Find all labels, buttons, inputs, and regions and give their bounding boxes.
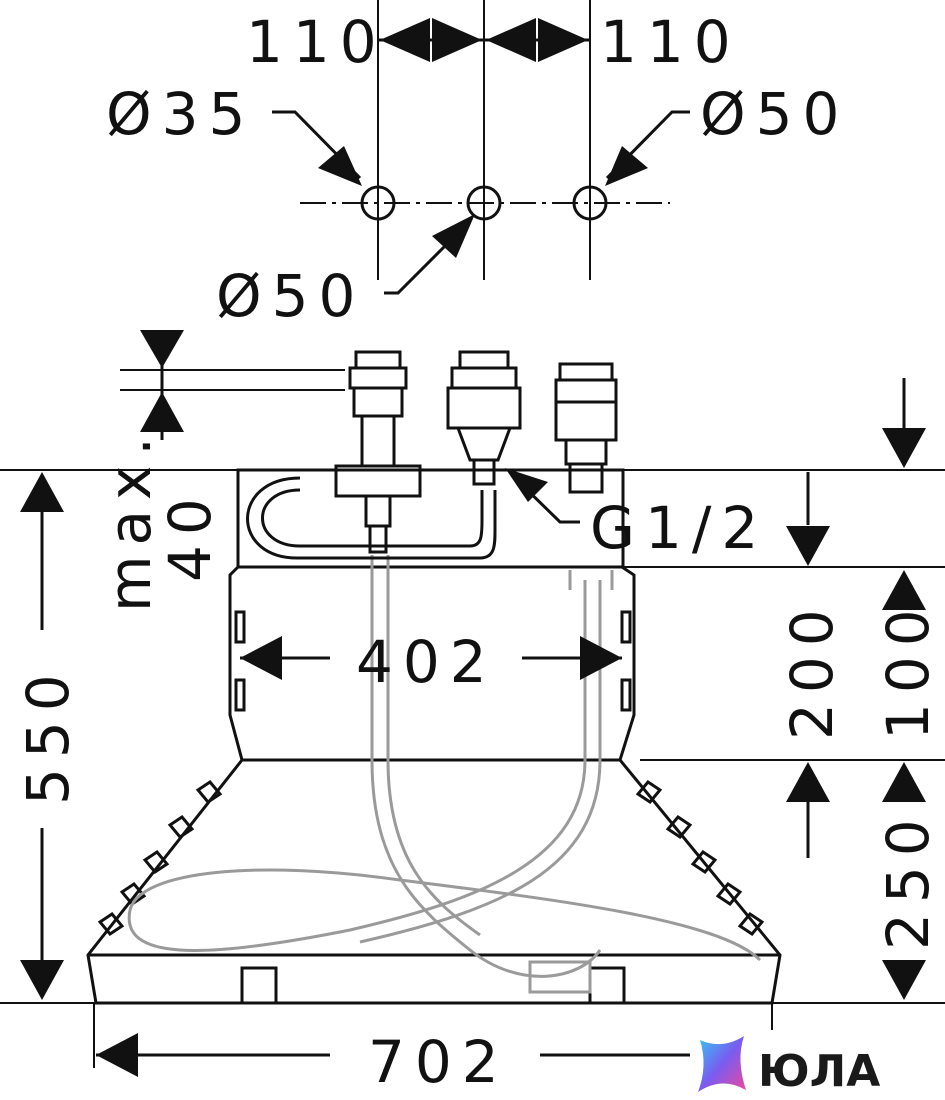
dim-thread: G1/2 [590,494,768,562]
dim-total-width: 702 [368,1028,509,1096]
valve-left [334,350,422,554]
valve-center [446,350,522,486]
dim-hole-right: Ø50 [700,80,849,148]
dim-lower-height: 250 [874,809,942,950]
hole-right [572,185,608,221]
dim-max-value: 40 [156,488,224,582]
dim-total-height: 550 [14,664,82,805]
side-view [0,330,945,1077]
dim-upper-width: 402 [356,628,497,696]
dim-spacing-right: 110 [600,8,741,76]
valve-right [554,362,618,494]
dim-spacing-left: 110 [246,8,387,76]
hole-left [360,185,396,221]
dim-body-height: 100 [874,599,942,740]
hole-pattern [272,0,690,295]
logo-mark [698,1036,746,1092]
dim-max-label: max. [96,427,164,612]
logo: ЮЛА [698,1036,880,1097]
dim-upper-height: 200 [778,599,846,740]
dim-hole-center: Ø50 [216,262,365,330]
logo-text: ЮЛА [758,1046,880,1097]
dim-hole-left: Ø35 [106,80,255,148]
hole-center [466,185,502,221]
